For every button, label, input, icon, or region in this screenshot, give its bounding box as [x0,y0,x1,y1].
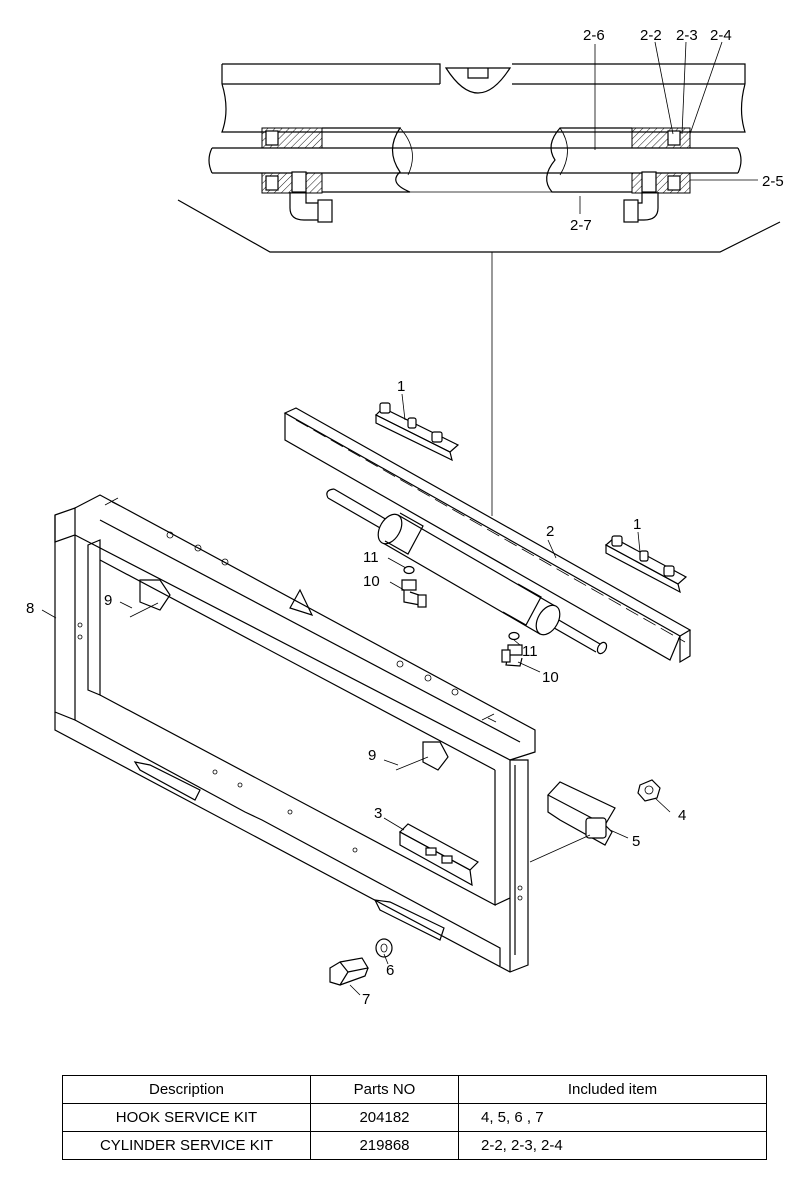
nut-item-4 [637,779,661,802]
clamp-item-1-upper [374,402,460,462]
callout-2-2: 2-2 [640,27,662,44]
row-description: HOOK SERVICE KIT [62,1103,311,1132]
callout-10-lower: 10 [542,669,559,686]
callout-4: 4 [678,807,686,824]
header-included-item: Included item [458,1075,767,1104]
row-parts-no: 219868 [310,1131,459,1160]
callout-6: 6 [386,962,394,979]
header-parts-no: Parts NO [310,1075,459,1104]
callout-1-lower: 1 [633,516,641,533]
callout-1-upper: 1 [397,378,405,395]
row-included-item: 4, 5, 6 , 7 [458,1103,767,1132]
clamp-item-1-lower [604,535,688,594]
callout-7: 7 [362,991,370,1008]
callout-2: 2 [546,523,554,540]
callout-5: 5 [632,833,640,850]
exploded-parts-diagram: 2-6 2-2 2-3 2-4 2-5 2-7 1 1 2 11 10 11 1… [26,27,784,1008]
cylinder-section-detail [177,63,781,253]
callout-2-6: 2-6 [583,27,605,44]
callout-2-4: 2-4 [710,27,732,44]
carriage-frame-item-8 [54,494,536,973]
hook-item-5 [529,781,616,863]
block-item-3 [399,823,479,887]
table-row: HOOK SERVICE KIT 204182 4, 5, 6 , 7 [62,1103,767,1132]
main-leaders [41,393,671,996]
table-header-row: Description Parts NO Included item [62,1075,767,1104]
callout-9-upper: 9 [104,592,112,609]
washer-item-6 [375,938,393,958]
channel-bar-item-2 [283,407,692,664]
callout-labels: 2-6 2-2 2-3 2-4 2-5 2-7 1 1 2 11 10 11 1… [26,27,784,1008]
row-included-item: 2-2, 2-3, 2-4 [458,1131,767,1160]
cylinder-assembly [326,488,608,655]
callout-10-upper: 10 [363,573,380,590]
fitting-items-10-11 [401,565,523,667]
row-parts-no: 204182 [310,1103,459,1132]
callout-2-5: 2-5 [762,173,784,190]
callout-11-lower: 11 [522,643,538,660]
detail-leaders [491,41,758,516]
row-description: CYLINDER SERVICE KIT [62,1131,311,1160]
callout-2-3: 2-3 [676,27,698,44]
header-description: Description [62,1075,311,1104]
bracket-item-9 [129,579,449,771]
callout-2-7: 2-7 [570,217,592,234]
callout-3: 3 [374,805,382,822]
callout-8: 8 [26,600,34,617]
service-kit-table: Description Parts NO Included item HOOK … [62,1075,767,1160]
callout-11-upper: 11 [363,549,379,566]
callout-9-lower: 9 [368,747,376,764]
bolt-item-7 [329,957,369,986]
table-row: CYLINDER SERVICE KIT 219868 2-2, 2-3, 2-… [62,1131,767,1160]
